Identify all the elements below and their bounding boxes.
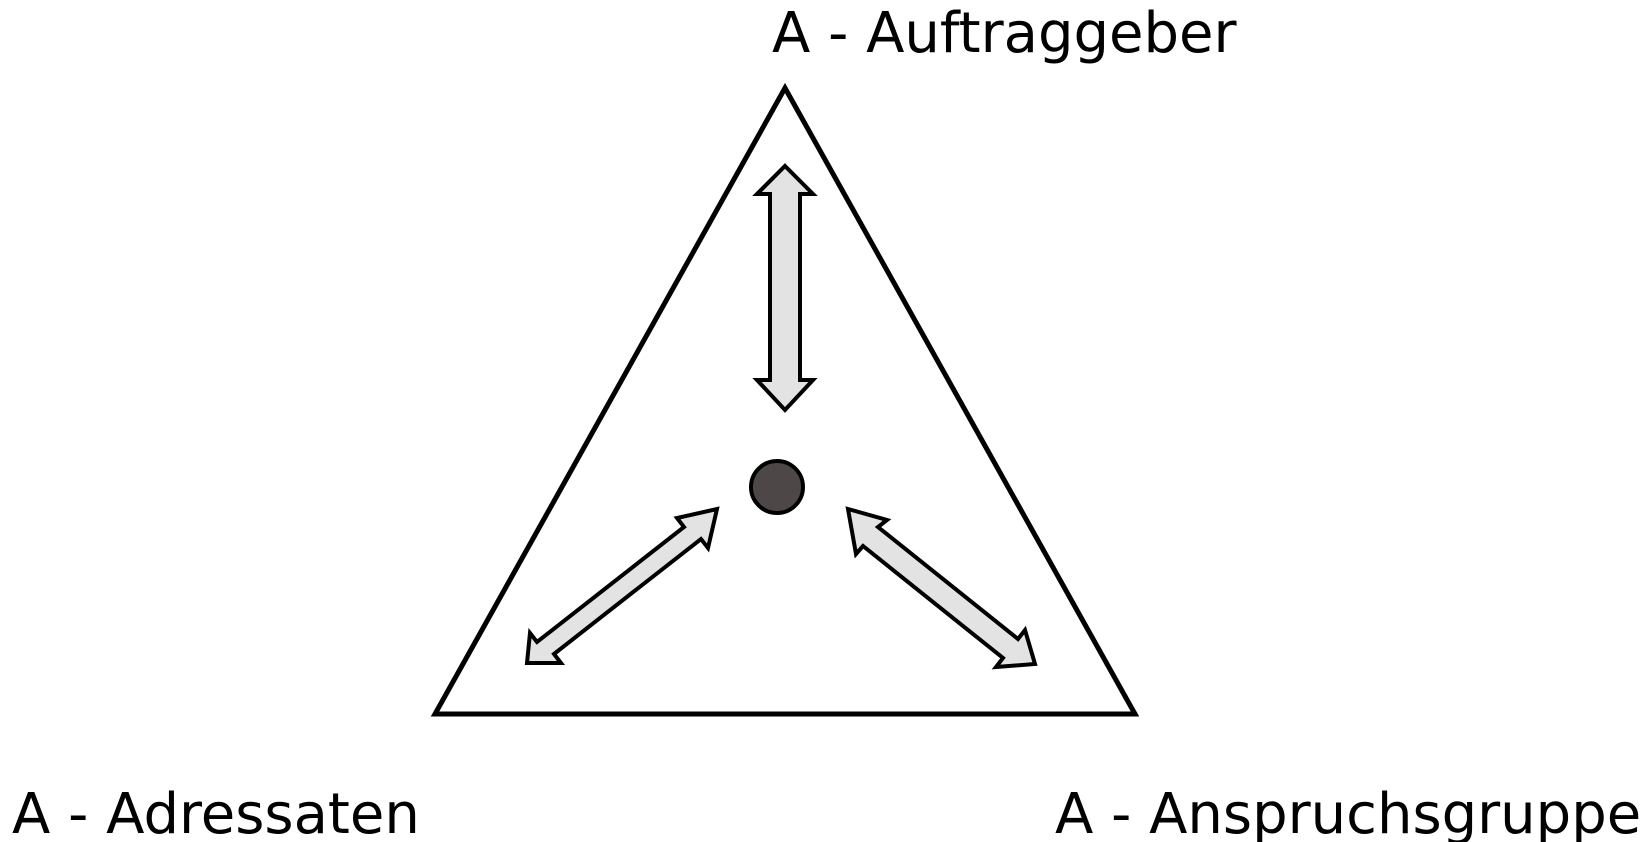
double-arrow-right: [845, 506, 1038, 670]
double-arrow-top: [752, 163, 818, 413]
label-anspruchsgruppen: A - Anspruchsgruppen: [1055, 782, 1640, 842]
double-arrow-left: [524, 506, 720, 665]
label-auftraggeber: A - Auftraggeber: [772, 1, 1237, 66]
triangle-outline: [430, 82, 1140, 717]
center-dot: [749, 459, 805, 515]
label-adressaten: A - Adressaten: [12, 782, 420, 842]
